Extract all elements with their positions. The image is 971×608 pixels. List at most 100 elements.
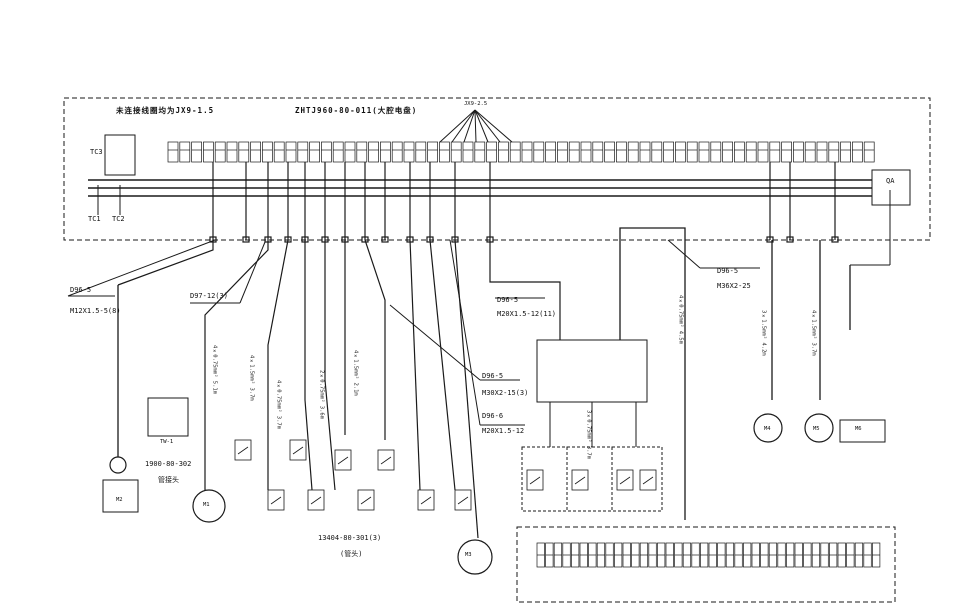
switch-blocks <box>234 439 657 511</box>
callout-3-thread: M20X1.5-12(11) <box>497 310 557 318</box>
terminal-top <box>262 141 273 163</box>
transformer-output-2: TC2 <box>112 215 125 223</box>
terminal-top <box>852 141 863 163</box>
switch-block <box>234 439 252 461</box>
terminal-top <box>450 141 462 163</box>
panel-note-title: 未连接线圈均为JX9-1.5 <box>116 106 215 115</box>
terminal-top <box>828 141 840 163</box>
switch-block <box>377 449 395 471</box>
switch-contact <box>457 496 469 505</box>
top-tag-label: JX9-2.5 <box>464 101 488 107</box>
callout-1-thread: M12X1.5-5(8) <box>70 307 121 315</box>
switch-contact <box>420 496 432 505</box>
terminal-top <box>734 141 745 163</box>
terminal-top <box>568 141 580 163</box>
gland-marker <box>786 236 794 243</box>
callout-4-thread: M30X2-15(3) <box>482 389 529 397</box>
switch-contact <box>270 496 282 505</box>
switch-block <box>571 469 589 491</box>
terminal-top <box>474 141 486 163</box>
terminal-top <box>226 141 238 163</box>
lower-part-number: 1900-80-302 <box>145 460 192 468</box>
transformer-label: TC3 <box>90 148 103 156</box>
cable-label-2: 4×1.5mm² 3.7m <box>248 355 255 401</box>
terminal-top <box>627 141 639 163</box>
lower-terminal-box-outline <box>516 526 896 603</box>
cable-label-9: 4×1.5mm² 3.7m <box>810 310 817 356</box>
terminal-top <box>557 141 568 163</box>
relay-box <box>147 397 189 437</box>
terminal-top <box>769 141 781 163</box>
cable-label-6: 3×0.75mm² 3.7m <box>585 410 592 460</box>
switch-block <box>526 469 544 491</box>
connector-block <box>102 479 139 513</box>
terminal-top <box>356 141 368 163</box>
top-terminal-strip <box>167 141 875 163</box>
terminal-top <box>793 141 804 163</box>
switch-block <box>454 489 472 511</box>
transformer-output-1: TC1 <box>88 215 101 223</box>
switch-contact <box>310 496 322 505</box>
sensor-box-1 <box>521 446 568 512</box>
motors <box>109 413 834 575</box>
motor-label-m1: M1 <box>203 502 210 508</box>
switch-block <box>267 489 285 511</box>
callout-6-thread: M36X2-25 <box>717 282 751 290</box>
callout-2: D97-12(3) <box>190 292 228 300</box>
switch-block <box>334 449 352 471</box>
switch-contact <box>574 476 586 485</box>
cable-label-5: 4×1.5mm² 2.1m <box>352 350 359 396</box>
terminal-top <box>686 141 698 163</box>
cable-label-8: 3×1.5mm² 4.2m <box>760 310 767 356</box>
motor-label-m6: M6 <box>855 426 862 432</box>
terminal-top <box>545 141 556 163</box>
terminal-top <box>722 141 733 163</box>
panel-main-title: ZHTJ960-80-011(大腔电盘) <box>295 106 418 115</box>
switch-block <box>639 469 657 491</box>
breaker-box <box>871 169 911 206</box>
field-cable <box>204 240 269 490</box>
switch-block <box>417 489 435 511</box>
terminal-top <box>321 141 332 163</box>
cable-label-7: 4×0.75mm² 4.5m <box>677 295 684 345</box>
terminal-top <box>639 141 651 163</box>
right-ground-block <box>839 419 886 443</box>
switch-contact <box>529 476 541 485</box>
terminal-top <box>167 141 179 163</box>
switch-block <box>357 489 375 511</box>
terminal-top <box>380 141 391 163</box>
terminal-top <box>745 141 757 163</box>
callout-6-type: D96-5 <box>717 267 739 275</box>
drop-lines <box>117 162 839 539</box>
motor-label-m3: M3 <box>465 552 472 558</box>
terminal-top <box>840 141 851 163</box>
transformer-box <box>104 134 136 176</box>
field-cable <box>267 239 289 490</box>
terminal-top <box>816 141 828 163</box>
terminal-top <box>297 141 309 163</box>
switch-contact <box>337 456 349 465</box>
motor-label-m2: M2 <box>116 497 123 503</box>
breaker-label: QA <box>886 177 895 185</box>
field-cable <box>304 240 313 491</box>
switch-contact <box>642 476 654 485</box>
motor-label-m4: M4 <box>764 426 771 432</box>
gland-marker <box>361 236 369 243</box>
switch-part-note: (管头) <box>340 550 363 558</box>
motor-label-m5: M5 <box>813 426 820 432</box>
terminal-top <box>616 141 627 163</box>
terminal-top <box>309 141 320 163</box>
terminal-top <box>509 141 521 163</box>
terminal-top <box>415 141 427 163</box>
gland-marker <box>242 236 250 243</box>
terminal-top <box>781 141 792 163</box>
callout-3-type: D96-5 <box>497 296 519 304</box>
switch-block <box>616 469 634 491</box>
junction-box <box>536 339 648 403</box>
terminal-top <box>675 141 686 163</box>
motor-circle <box>109 456 127 474</box>
switch-contact <box>237 446 249 455</box>
field-cable <box>117 240 214 286</box>
callout-4-type: D96-5 <box>482 372 504 380</box>
bottom-terminal-strip <box>536 542 881 568</box>
